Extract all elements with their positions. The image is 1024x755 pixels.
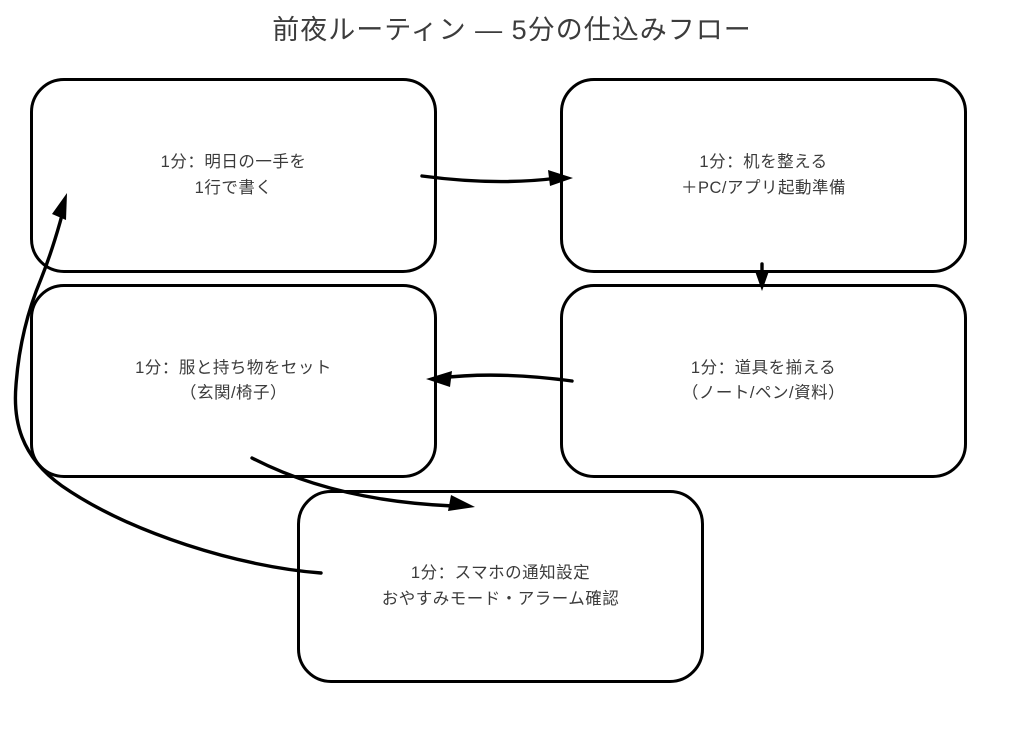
node-step1-line1: 1分：明日の一手を xyxy=(160,153,307,172)
diagram-title: 前夜ルーティン ― 5分の仕込みフロー xyxy=(272,15,752,45)
flow-node-step5: 1分：スマホの通知設定 おやすみモード・アラーム確認 xyxy=(297,490,704,683)
node-step2-label: 1分：机を整える ＋PC/アプリ起動準備 xyxy=(681,150,846,200)
node-step2-line2: ＋PC/アプリ起動準備 xyxy=(680,178,846,197)
node-step5-label: 1分：スマホの通知設定 おやすみモード・アラーム確認 xyxy=(382,561,620,611)
node-step4-line2: （ノート/ペン/資料） xyxy=(681,384,846,402)
node-step1-line2: 1行で書く xyxy=(194,178,273,197)
node-step4-line1: 1分：道具を揃える xyxy=(690,358,837,377)
node-step3-line1: 1分：服と持ち物をセット xyxy=(135,358,332,377)
flow-node-step4: 1分：道具を揃える （ノート/ペン/資料） xyxy=(560,284,967,478)
node-step5-line1: 1分：スマホの通知設定 xyxy=(410,564,591,583)
node-step3-label: 1分：服と持ち物をセット （玄関/椅子） xyxy=(135,356,332,406)
node-step2-line1: 1分：机を整える xyxy=(699,153,828,172)
node-step4-label: 1分：道具を揃える （ノート/ペン/資料） xyxy=(682,356,845,406)
node-step3-line2: （玄関/椅子） xyxy=(179,384,288,402)
flow-node-step1: 1分：明日の一手を 1行で書く xyxy=(30,78,437,273)
node-step1-label: 1分：明日の一手を 1行で書く xyxy=(161,150,307,200)
node-step5-line2: おやすみモード・アラーム確認 xyxy=(381,589,620,608)
flow-node-step3: 1分：服と持ち物をセット （玄関/椅子） xyxy=(30,284,437,478)
edge-step1-to-step2-arrow xyxy=(420,170,573,186)
flow-node-step2: 1分：机を整える ＋PC/アプリ起動準備 xyxy=(560,78,967,273)
edge-step4-to-step3-arrow xyxy=(426,371,574,387)
